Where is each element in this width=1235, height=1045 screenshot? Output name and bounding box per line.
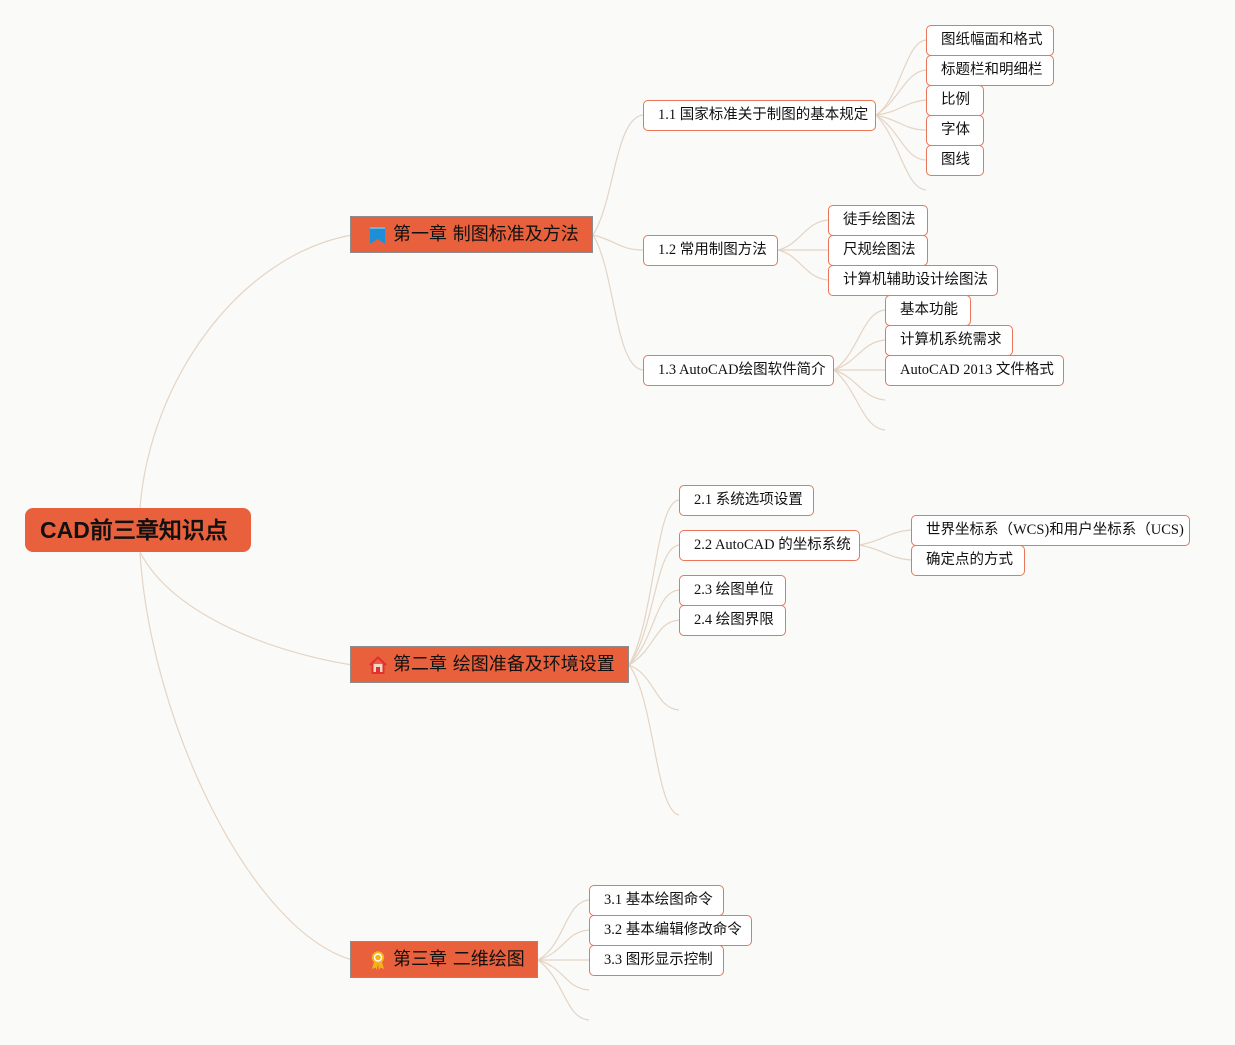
section-2-1[interactable]: 2.1 系统选项设置: [679, 485, 814, 516]
connector-ch2-e1: [628, 664, 680, 711]
item-1-1-5[interactable]: 图线: [926, 145, 984, 176]
section-1-2[interactable]: 1.2 常用制图方法: [643, 235, 778, 266]
chapter-1-topic[interactable]: 第一章 制图标准及方法: [350, 216, 593, 253]
section-1-1[interactable]: 1.1 国家标准关于制图的基本规定: [643, 100, 876, 131]
item-1-2-3[interactable]: 计算机辅助设计绘图法: [828, 265, 998, 296]
chapter-3-label: 第三章 二维绘图: [393, 949, 525, 970]
connector-s12-i1: [777, 219, 829, 251]
connector-s11-i4: [875, 114, 927, 131]
item-1-3-1[interactable]: 基本功能: [885, 295, 971, 326]
book-icon: [367, 224, 389, 246]
connector-s22-i2: [859, 544, 912, 561]
section-3-3[interactable]: 3.3 图形显示控制: [589, 945, 724, 976]
item-1-2-1[interactable]: 徒手绘图法: [828, 205, 928, 236]
connector-ch2-s23: [628, 589, 680, 666]
connector-ch3-e2: [537, 959, 590, 1021]
award-icon: [367, 949, 389, 971]
connector-ch1-s11: [592, 114, 644, 236]
connector-s22-i1: [859, 529, 912, 546]
item-1-1-2[interactable]: 标题栏和明细栏: [926, 55, 1054, 86]
item-1-3-2[interactable]: 计算机系统需求: [885, 325, 1013, 356]
section-2-4[interactable]: 2.4 绘图界限: [679, 605, 786, 636]
connector-s11-i6: [875, 114, 927, 191]
connector-s12-i3: [777, 249, 829, 281]
connector-ch1-s12: [592, 234, 644, 251]
item-1-2-2[interactable]: 尺规绘图法: [828, 235, 928, 266]
section-3-1[interactable]: 3.1 基本绘图命令: [589, 885, 724, 916]
item-1-3-3[interactable]: AutoCAD 2013 文件格式: [885, 355, 1064, 386]
connector-s11-i3: [875, 99, 927, 116]
chapter-2-label: 第二章 绘图准备及环境设置: [393, 654, 615, 675]
section-2-3[interactable]: 2.3 绘图单位: [679, 575, 786, 606]
connector-ch2-s22: [628, 544, 680, 666]
connector-ch2-s24: [628, 619, 680, 666]
chapter-2-topic[interactable]: 第二章 绘图准备及环境设置: [350, 646, 629, 683]
connector-root-ch2: [139, 551, 353, 666]
connector-ch2-s21: [628, 499, 680, 666]
item-1-1-4[interactable]: 字体: [926, 115, 984, 146]
item-2-2-2[interactable]: 确定点的方式: [911, 545, 1025, 576]
connector-s13-i4: [833, 369, 886, 401]
connector-ch2-e2: [628, 664, 680, 816]
connector-s13-i1: [833, 309, 886, 371]
item-1-1-1[interactable]: 图纸幅面和格式: [926, 25, 1054, 56]
connector-ch1-s13: [592, 234, 644, 371]
item-2-2-1[interactable]: 世界坐标系（WCS)和用户坐标系（UCS): [911, 515, 1190, 546]
section-1-3[interactable]: 1.3 AutoCAD绘图软件简介: [643, 355, 834, 386]
connector-root-ch3: [139, 551, 353, 961]
section-3-2[interactable]: 3.2 基本编辑修改命令: [589, 915, 752, 946]
connector-root-ch1: [139, 234, 353, 509]
connector-s13-i2: [833, 339, 886, 371]
root-topic[interactable]: CAD前三章知识点: [25, 508, 251, 552]
connector-s13-i5: [833, 369, 886, 431]
connector-s11-i5: [875, 114, 927, 161]
connector-ch3-s32: [537, 929, 590, 961]
item-1-1-3[interactable]: 比例: [926, 85, 984, 116]
connector-s11-i2: [875, 69, 927, 116]
chapter-3-topic[interactable]: 第三章 二维绘图: [350, 941, 538, 978]
connector-ch3-s31: [537, 899, 590, 961]
section-2-2[interactable]: 2.2 AutoCAD 的坐标系统: [679, 530, 860, 561]
connector-ch3-e1: [537, 959, 590, 991]
house-icon: [367, 654, 389, 676]
connector-s11-i1: [875, 39, 927, 116]
chapter-1-label: 第一章 制图标准及方法: [393, 224, 579, 245]
